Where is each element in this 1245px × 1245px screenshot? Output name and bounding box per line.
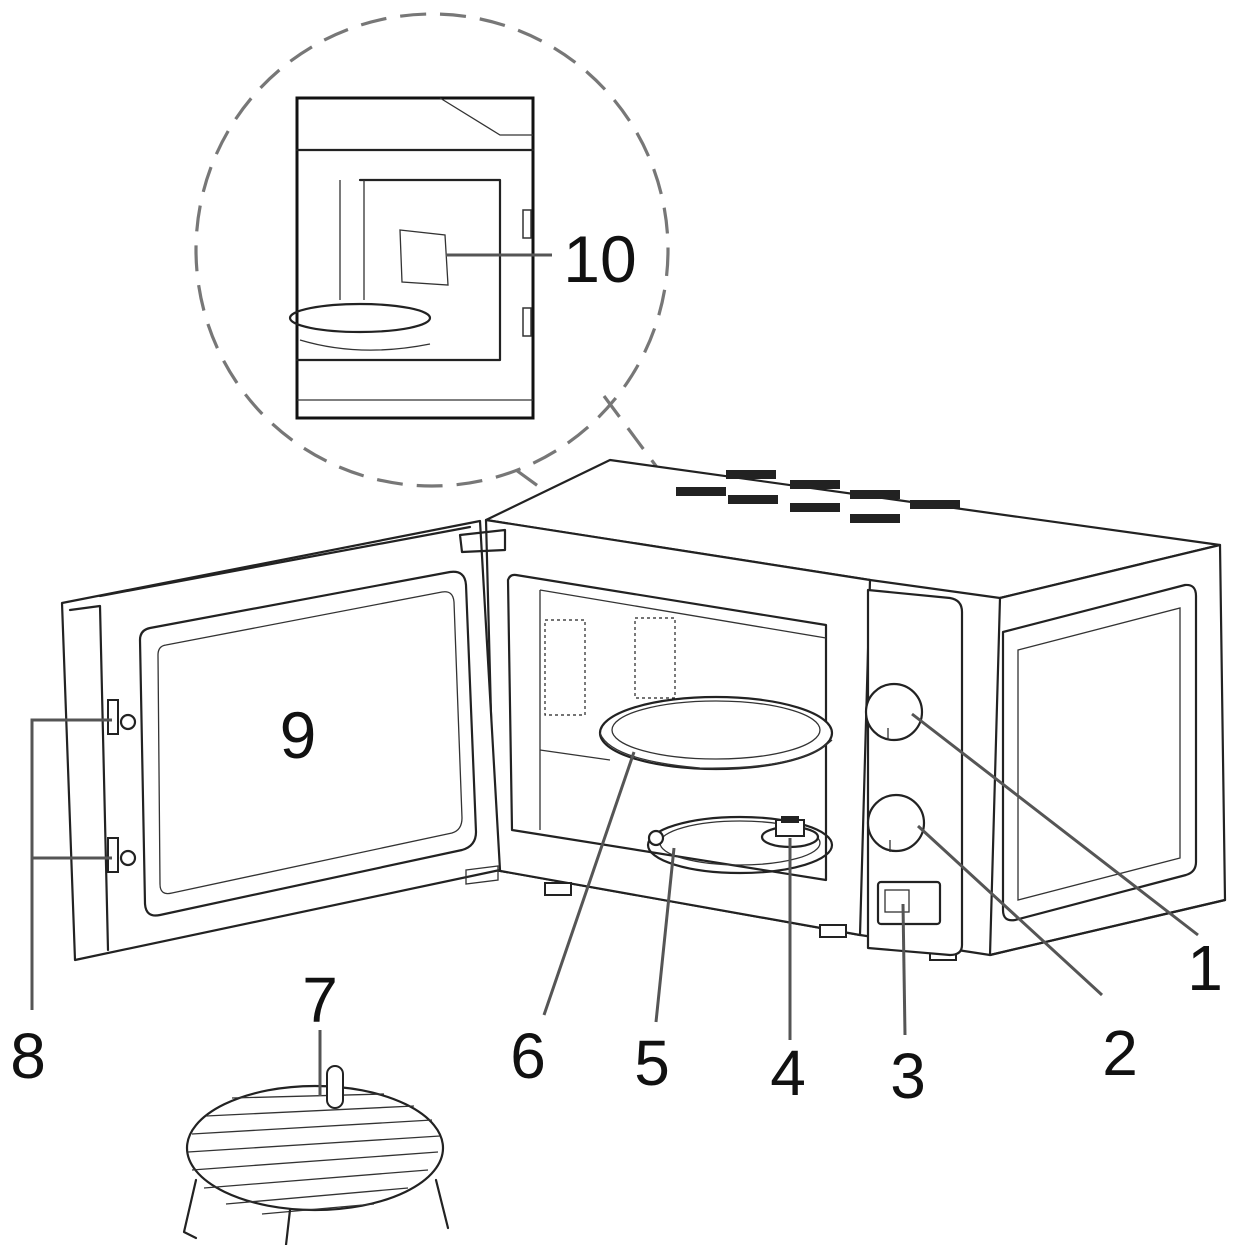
callout-1: 1 (1187, 932, 1223, 1004)
callout-5: 5 (634, 1027, 670, 1099)
callout-4: 4 (770, 1037, 806, 1109)
turntable-coupler (760, 816, 820, 849)
glass-tray (598, 695, 834, 771)
top-vents (676, 470, 960, 523)
cavity-vents (544, 617, 676, 716)
callout-3: 3 (890, 1040, 926, 1112)
detail-inset (288, 96, 552, 420)
control-panel (864, 588, 964, 957)
callout-numbers: 1 2 3 4 5 6 7 8 9 10 (10, 222, 1223, 1112)
timer-knob (866, 793, 926, 853)
roller-ring (646, 815, 834, 875)
microwave-body (484, 458, 1227, 961)
callout-7: 7 (302, 964, 338, 1036)
callout-10: 10 (563, 222, 636, 296)
power-knob (864, 682, 924, 742)
callout-8: 8 (10, 1020, 46, 1092)
door-latches (107, 699, 137, 873)
leader-lines (30, 712, 1199, 1096)
upper-latch (107, 699, 137, 735)
callout-2: 2 (1102, 1017, 1138, 1089)
door (60, 519, 507, 962)
lower-latch (107, 837, 137, 873)
grill-rack (182, 1065, 450, 1245)
door-release-button (876, 880, 942, 926)
callout-6: 6 (510, 1020, 546, 1092)
callout-9: 9 (280, 698, 317, 772)
